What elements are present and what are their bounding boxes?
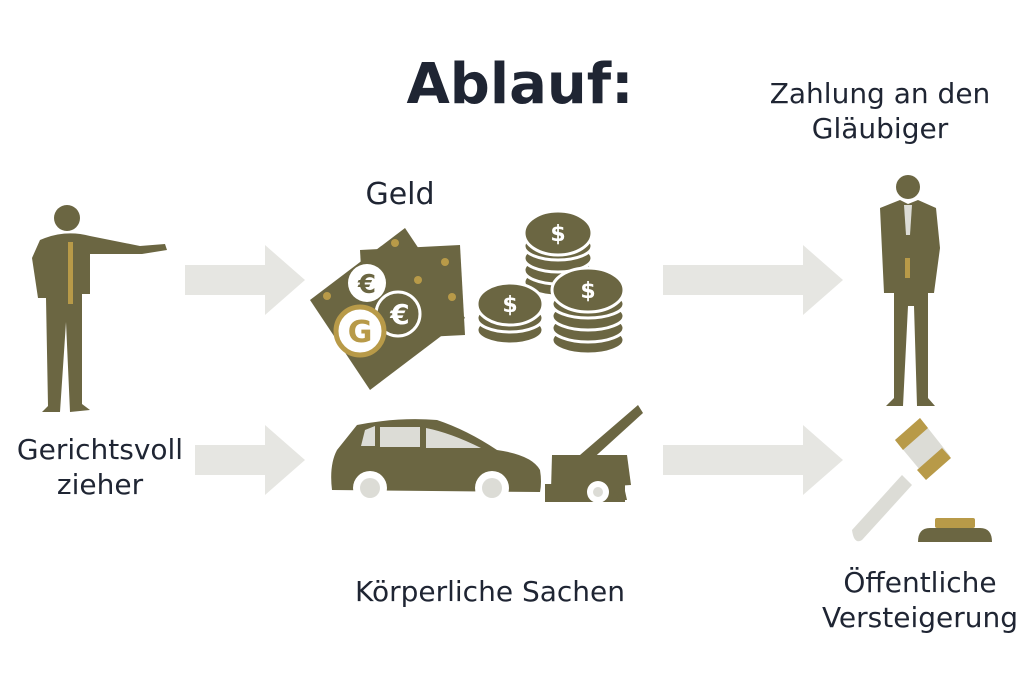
creditor-icon: [880, 175, 940, 406]
label-payment-line1: Zahlung an den: [769, 77, 991, 110]
coin-stacks-icon: $ $ $: [475, 209, 626, 356]
g-coin-symbol: G: [348, 315, 373, 350]
label-bailiff-line1: Gerichtsvoll: [16, 433, 184, 466]
label-physical-goods: Körperliche Sachen: [355, 575, 625, 608]
arrow-icon: [663, 425, 843, 495]
dollar-symbol: $: [580, 279, 595, 304]
bailiff-icon: [32, 205, 167, 412]
gavel-icon: [852, 418, 992, 542]
label-auction-line1: Öffentliche: [843, 566, 997, 599]
dollar-symbol: $: [502, 293, 517, 318]
page-title: Ablauf:: [406, 52, 634, 117]
arrow-icon: [185, 245, 305, 315]
dollar-symbol: $: [550, 222, 565, 247]
arrow-icon: [663, 245, 843, 315]
banknotes-icon: € € G: [310, 228, 465, 390]
lawn-mower-icon: [545, 405, 643, 503]
euro-symbol: €: [389, 298, 409, 331]
label-auction-line2: Versteigerung: [821, 601, 1019, 634]
label-bailiff-line2: zieher: [56, 468, 144, 501]
label-payment-line2: Gläubiger: [811, 112, 949, 145]
arrow-icon: [195, 425, 305, 495]
label-bailiff: Gerichtsvoll zieher: [0, 432, 200, 502]
label-auction: Öffentliche Versteigerung: [800, 565, 1030, 635]
euro-symbol: €: [357, 270, 376, 300]
label-payment: Zahlung an den Gläubiger: [730, 76, 1030, 146]
label-money: Geld: [365, 177, 435, 212]
car-icon: [331, 419, 541, 505]
